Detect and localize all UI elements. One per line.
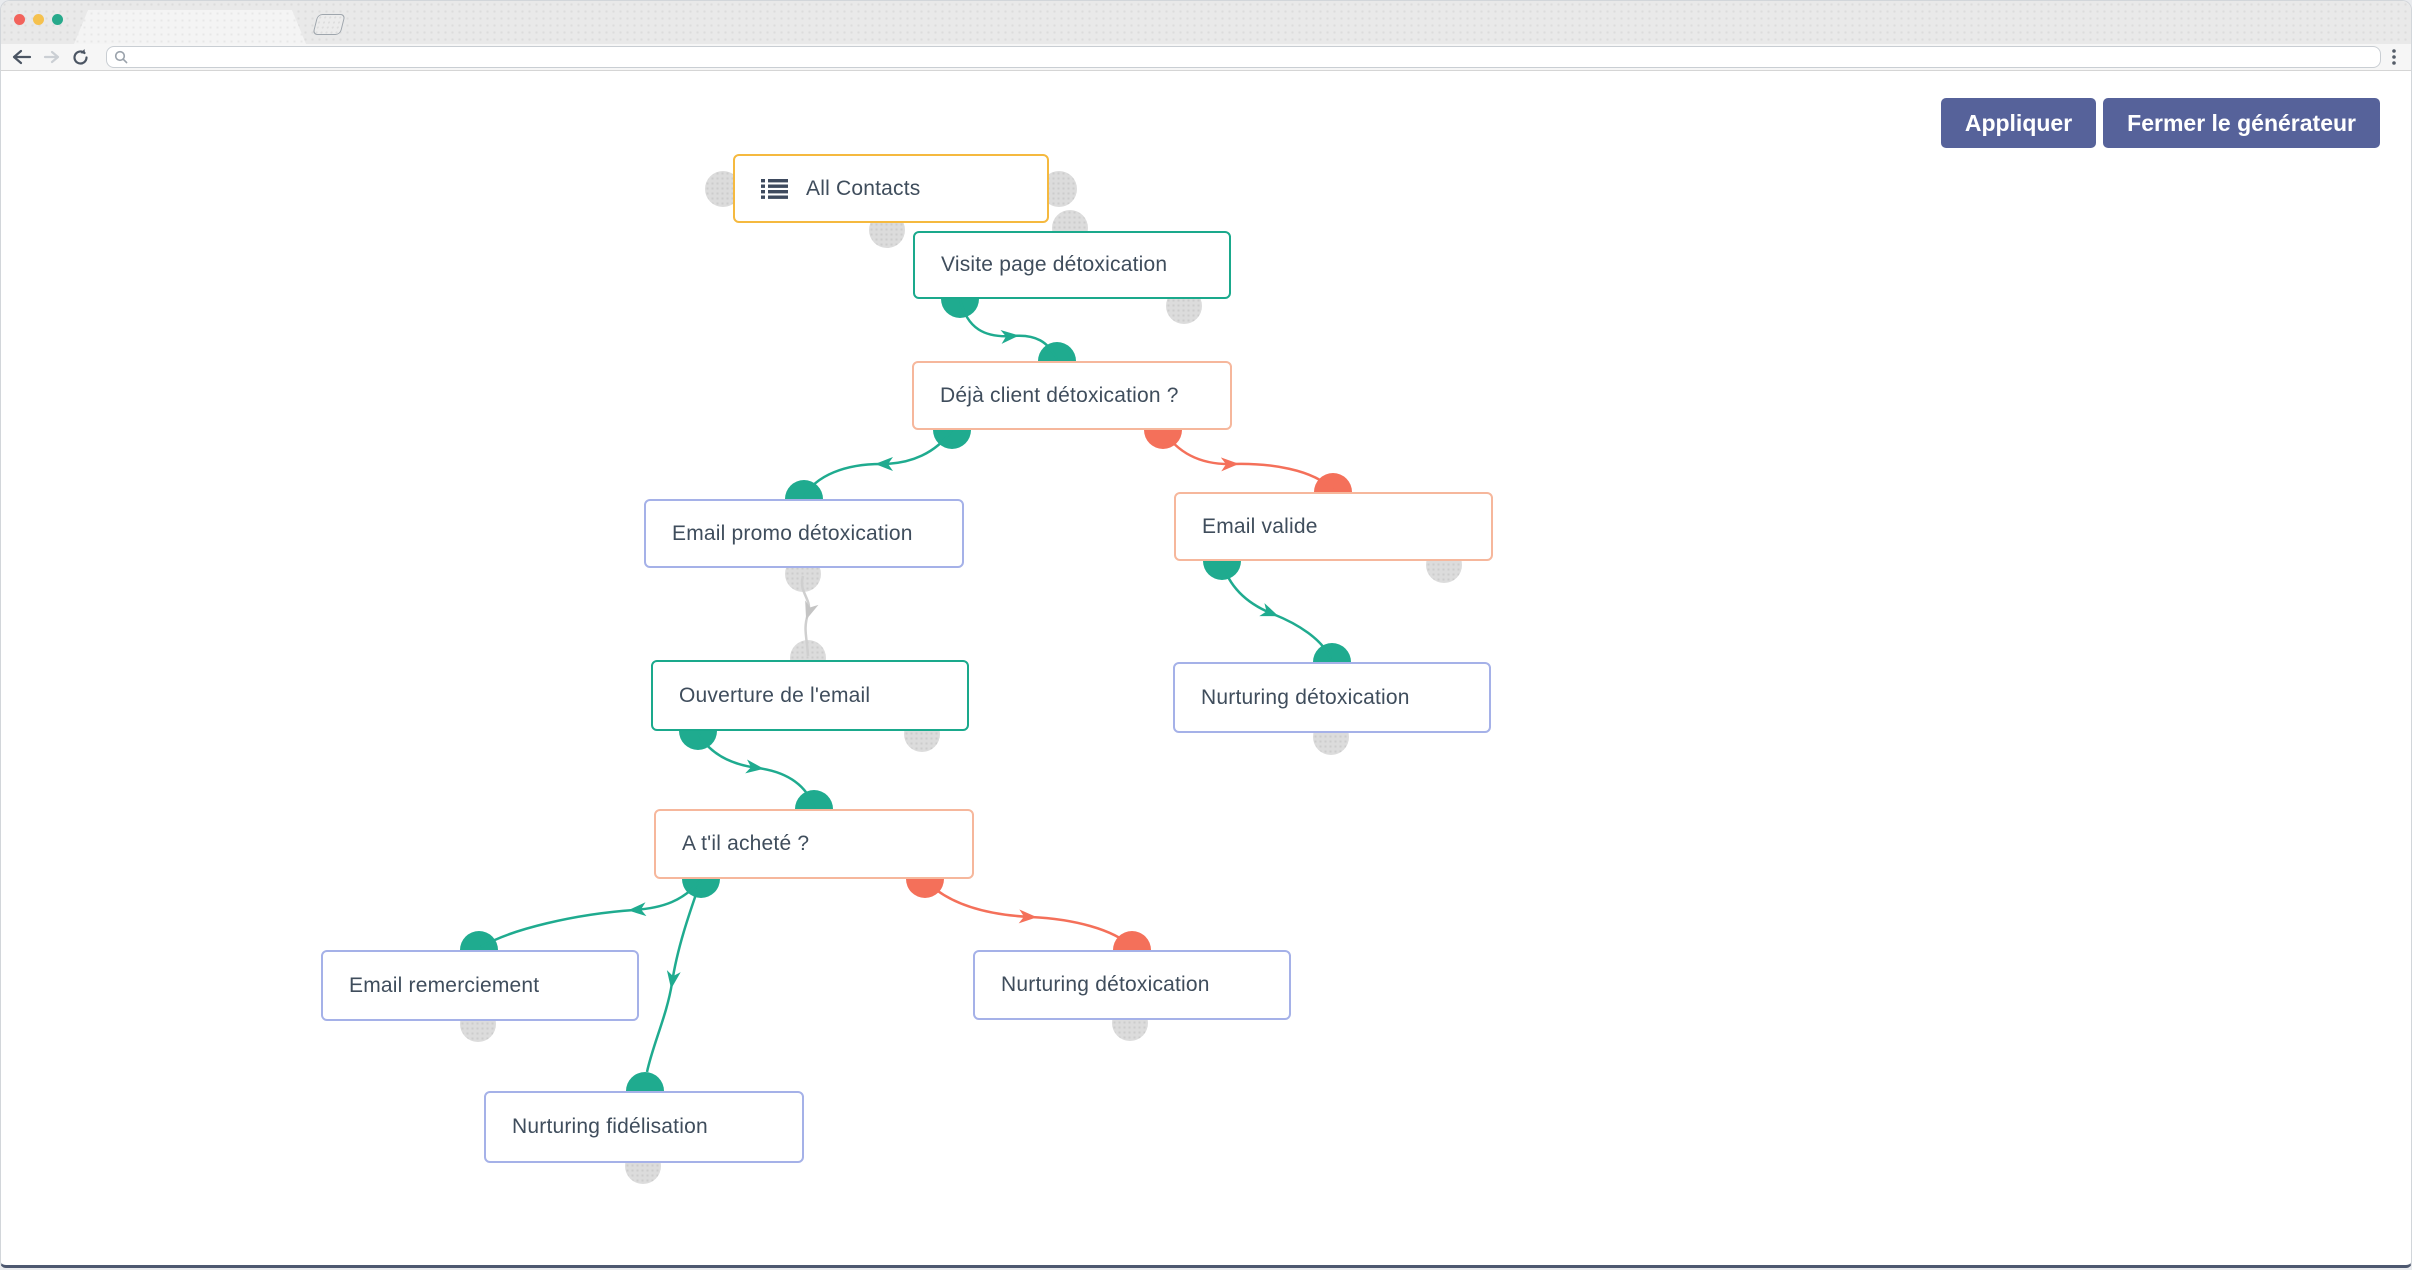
- close-generator-button[interactable]: Fermer le générateur: [2103, 98, 2380, 148]
- connection-arrow-teal: [480, 879, 702, 949]
- close-window-button[interactable]: [14, 14, 25, 25]
- address-input[interactable]: [106, 46, 2381, 68]
- node-deja-client[interactable]: Déjà client détoxication ?: [912, 361, 1232, 430]
- minimize-window-button[interactable]: [33, 14, 44, 25]
- node-visite-page[interactable]: Visite page détoxication: [913, 231, 1231, 299]
- node-a-til-achete[interactable]: A t'il acheté ?: [654, 809, 974, 879]
- overflow-menu-icon[interactable]: [2391, 48, 2397, 66]
- node-nurturing-detox-droite[interactable]: Nurturing détoxication: [1173, 662, 1491, 733]
- search-icon: [114, 50, 128, 69]
- connection-arrow-teal: [645, 879, 703, 1073]
- back-icon[interactable]: [11, 49, 33, 65]
- node-label: Email remerciement: [349, 973, 540, 997]
- new-tab-button[interactable]: [312, 14, 346, 35]
- node-label: Email valide: [1202, 514, 1318, 538]
- apply-button[interactable]: Appliquer: [1940, 98, 2097, 148]
- reload-icon[interactable]: [71, 48, 90, 67]
- node-email-remerciement[interactable]: Email remerciement: [321, 950, 639, 1021]
- node-email-promo[interactable]: Email promo détoxication: [644, 499, 964, 568]
- node-label: Nurturing détoxication: [1201, 685, 1410, 709]
- node-label: A t'il acheté ?: [682, 832, 810, 855]
- node-all-contacts[interactable]: All Contacts: [733, 154, 1049, 223]
- browser-titlebar: [1, 1, 2411, 44]
- connection-arrow-teal: [1220, 561, 1333, 660]
- connection-arrow-teal: [802, 429, 954, 498]
- node-label: Déjà client détoxication ?: [940, 383, 1179, 407]
- node-label: Visite page détoxication: [941, 253, 1168, 276]
- node-label: Nurturing fidélisation: [512, 1115, 708, 1138]
- node-ouverture-email[interactable]: Ouverture de l'email: [651, 660, 969, 731]
- node-nurturing-detox-bas[interactable]: Nurturing détoxication: [973, 950, 1291, 1020]
- node-label: Nurturing détoxication: [1001, 973, 1210, 996]
- address-bar[interactable]: [106, 46, 2381, 68]
- generator-actions: Appliquer Fermer le générateur: [1940, 98, 2380, 148]
- browser-tab[interactable]: [74, 10, 306, 44]
- node-email-valide[interactable]: Email valide: [1174, 492, 1493, 561]
- connection-arrow-red: [1161, 429, 1334, 491]
- browser-navbar: [1, 44, 2411, 71]
- node-nurturing-fidelisation[interactable]: Nurturing fidélisation: [484, 1091, 804, 1163]
- list-icon: [761, 178, 788, 200]
- traffic-lights: [14, 14, 63, 25]
- connection-arrow-teal: [696, 732, 816, 808]
- forward-icon[interactable]: [43, 50, 61, 64]
- node-label: Ouverture de l'email: [679, 683, 871, 707]
- connection-arrow-red: [924, 879, 1133, 948]
- node-label: All Contacts: [806, 176, 921, 200]
- node-label: Email promo détoxication: [672, 521, 913, 545]
- zoom-window-button[interactable]: [52, 14, 63, 25]
